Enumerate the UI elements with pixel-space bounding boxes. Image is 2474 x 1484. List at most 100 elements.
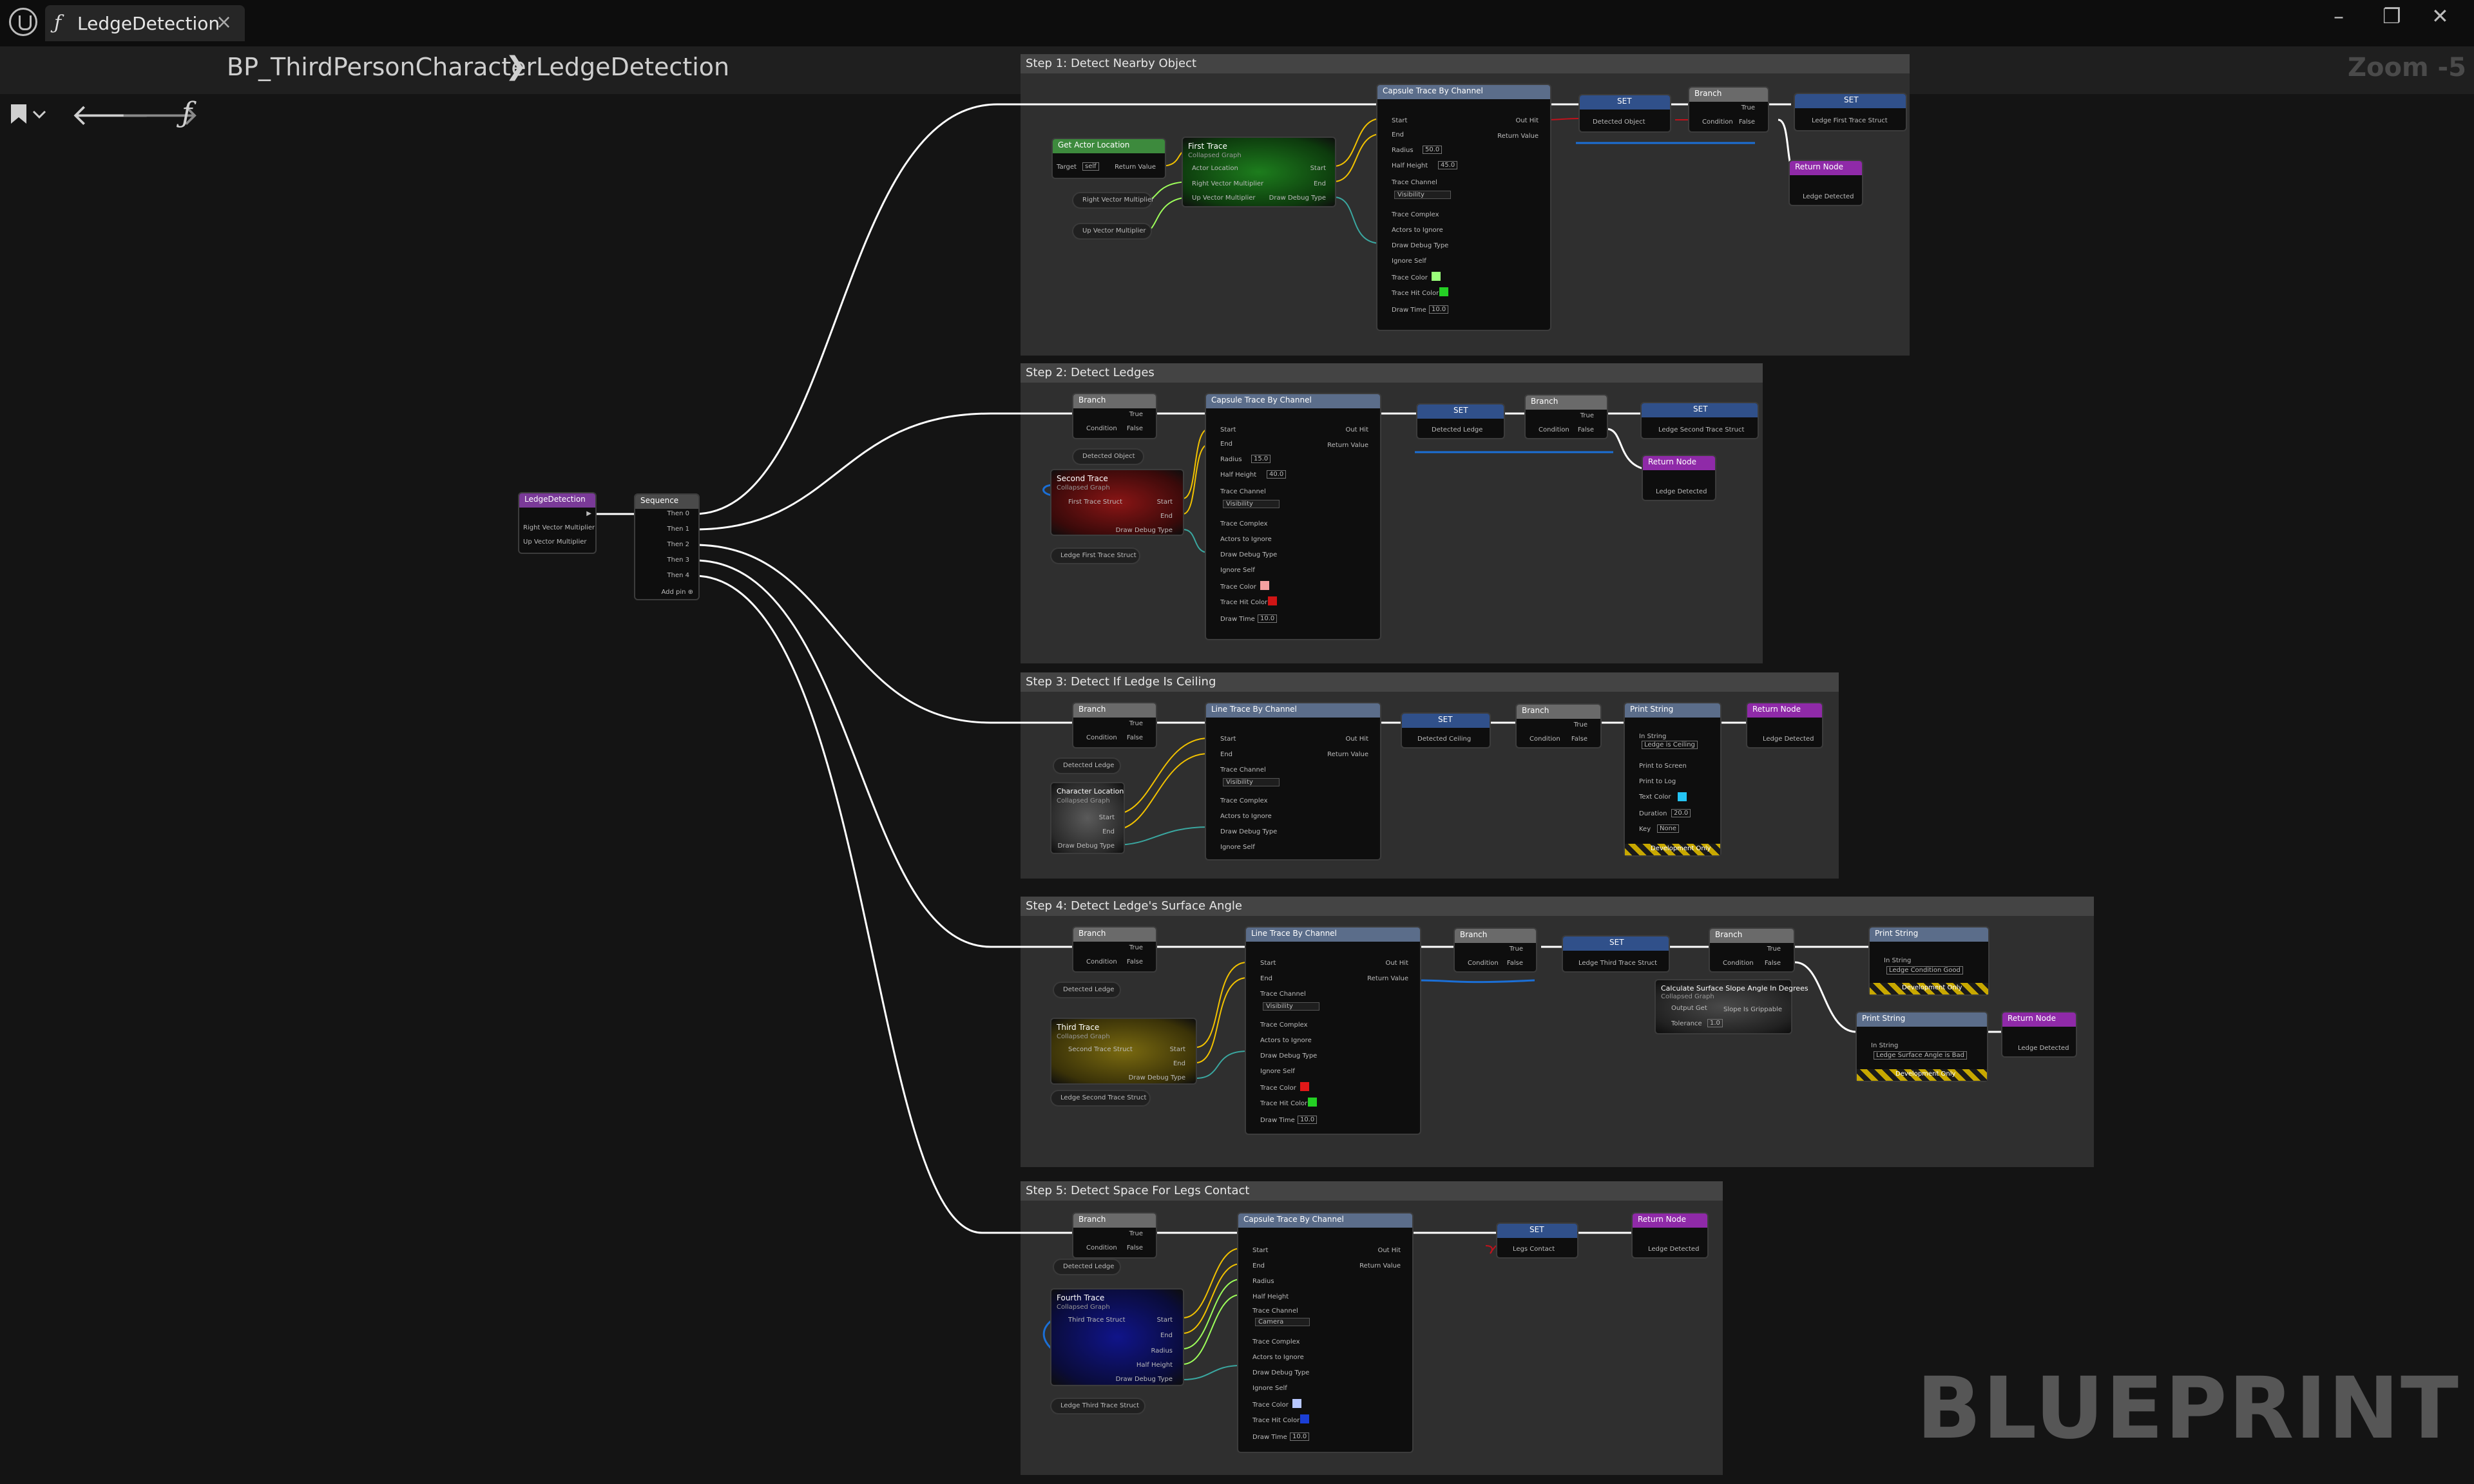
get-actor-location-node[interactable]: Get Actor Location Target self Return Va… (1051, 138, 1166, 179)
true-pin[interactable]: True (1509, 946, 1523, 953)
then-pin[interactable]: Then 2 (667, 541, 689, 548)
in-string-value[interactable]: Ledge is Ceiling (1642, 741, 1698, 749)
branch-node[interactable]: Branch True Condition False (1072, 1212, 1157, 1259)
condition-pin[interactable]: Condition (1086, 958, 1117, 966)
true-pin[interactable]: True (1573, 721, 1587, 728)
branch-node[interactable]: Branch True Condition False (1524, 394, 1608, 439)
set-detected-object-node[interactable]: SET Detected Object (1578, 94, 1671, 133)
character-location-collapsed-node[interactable]: Character Location Collapsed Graph Start… (1050, 782, 1125, 854)
close-tab-icon[interactable]: × (216, 11, 233, 33)
third-trace-collapsed-node[interactable]: Third Trace Collapsed Graph Second Trace… (1050, 1018, 1197, 1085)
condition-pin[interactable]: Condition (1468, 960, 1499, 967)
unreal-logo-icon[interactable] (9, 8, 37, 36)
variable-ledge-third-trace-struct[interactable]: Ledge Third Trace Struct (1050, 1398, 1146, 1414)
variable-ledge-first-trace-struct[interactable]: Ledge First Trace Struct (1050, 547, 1140, 564)
exec-out-pin-icon[interactable]: ▶ (586, 510, 591, 517)
trace-hit-color-swatch[interactable] (1268, 596, 1277, 605)
variable-up-vector-multiplier[interactable]: Up Vector Multiplier (1072, 223, 1152, 240)
then-pin[interactable]: Then 4 (667, 572, 689, 579)
trace-channel-dropdown[interactable]: Camera (1255, 1318, 1310, 1326)
trace-color-swatch[interactable] (1292, 1399, 1301, 1408)
true-pin[interactable]: True (1129, 411, 1143, 418)
calculate-slope-collapsed-node[interactable]: Calculate Surface Slope Angle In Degrees… (1654, 979, 1808, 1034)
set-ledge-second-trace-node[interactable]: SET Ledge Second Trace Struct (1640, 402, 1759, 439)
branch-node[interactable]: Branch True Condition False (1709, 928, 1795, 973)
duration-value[interactable]: 20.0 (1671, 809, 1691, 817)
maximize-icon[interactable]: ❐ (2383, 4, 2401, 28)
false-pin[interactable]: False (1126, 1244, 1143, 1251)
print-string-node[interactable]: Print String In String Ledge Surface Ang… (1856, 1011, 1988, 1082)
variable-right-vector-multiplier[interactable]: Right Vector Multiplier (1072, 192, 1154, 209)
branch-node[interactable]: Branch True Condition False (1072, 926, 1157, 973)
draw-time-value[interactable]: 10.0 (1290, 1432, 1310, 1441)
false-pin[interactable]: False (1571, 736, 1587, 743)
set-detected-ledge-node[interactable]: SET Detected Ledge (1416, 403, 1505, 439)
key-value[interactable]: None (1657, 824, 1680, 833)
forward-arrow-icon[interactable]: 🡒 (120, 97, 200, 132)
trace-color-swatch[interactable] (1300, 1082, 1309, 1091)
minimize-icon[interactable]: – (2334, 4, 2344, 28)
condition-pin[interactable]: Condition (1086, 734, 1117, 741)
fourth-trace-collapsed-node[interactable]: Fourth Trace Collapsed Graph Third Trace… (1050, 1288, 1184, 1386)
chevron-down-icon[interactable] (32, 109, 46, 120)
true-pin[interactable]: True (1129, 1230, 1143, 1237)
true-pin[interactable]: True (1129, 720, 1143, 727)
trace-channel-dropdown[interactable]: Visibility (1223, 500, 1280, 508)
trace-hit-color-swatch[interactable] (1308, 1098, 1317, 1107)
false-pin[interactable]: False (1126, 734, 1143, 741)
first-trace-collapsed-node[interactable]: First Trace Collapsed Graph Actor Locati… (1182, 137, 1336, 207)
true-pin[interactable]: True (1580, 412, 1594, 419)
print-string-node[interactable]: Print String In String Ledge Condition G… (1868, 926, 1990, 996)
branch-node[interactable]: Branch True Condition False (1515, 703, 1602, 748)
trace-color-swatch[interactable] (1260, 581, 1269, 590)
condition-pin[interactable]: Condition (1539, 426, 1569, 433)
bookmark-icon[interactable] (9, 103, 28, 125)
return-node[interactable]: Return Node Ledge Detected (1642, 455, 1716, 501)
false-pin[interactable]: False (1506, 960, 1523, 967)
condition-pin[interactable]: Condition (1529, 736, 1560, 743)
set-detected-ceiling-node[interactable]: SET Detected Ceiling (1401, 712, 1491, 748)
condition-pin[interactable]: Condition (1086, 1244, 1117, 1251)
false-pin[interactable]: False (1577, 426, 1594, 433)
print-string-node[interactable]: Print String In String Ledge is Ceiling … (1624, 702, 1721, 857)
condition-pin[interactable]: Condition (1086, 425, 1117, 432)
then-pin[interactable]: Then 3 (667, 556, 689, 564)
trace-color-swatch[interactable] (1432, 272, 1441, 281)
line-trace-node[interactable]: Line Trace By Channel Start End Trace Ch… (1245, 926, 1421, 1135)
sequence-node[interactable]: Sequence Then 0 Then 1 Then 2 Then 3 The… (634, 493, 700, 600)
variable-detected-ledge[interactable]: Detected Ledge (1053, 1259, 1121, 1275)
true-pin[interactable]: True (1767, 946, 1781, 953)
trace-hit-color-swatch[interactable] (1439, 287, 1448, 296)
half-height-value[interactable]: 40.0 (1267, 470, 1287, 479)
tolerance-value[interactable]: 1.0 (1707, 1019, 1723, 1027)
false-pin[interactable]: False (1738, 119, 1755, 126)
second-trace-collapsed-node[interactable]: Second Trace Collapsed Graph First Trace… (1050, 469, 1184, 536)
trace-channel-dropdown[interactable]: Visibility (1223, 778, 1280, 786)
true-pin[interactable]: True (1129, 944, 1143, 951)
set-ledge-third-trace-node[interactable]: SET Ledge Third Trace Struct (1562, 935, 1670, 973)
breadcrumb-blueprint[interactable]: BP_ThirdPersonCharacter (227, 53, 537, 81)
branch-node[interactable]: Branch True Condition False (1072, 702, 1157, 748)
draw-time-value[interactable]: 10.0 (1258, 614, 1278, 623)
breadcrumb-function[interactable]: LedgeDetection (536, 53, 730, 81)
half-height-value[interactable]: 45.0 (1438, 161, 1458, 169)
false-pin[interactable]: False (1126, 425, 1143, 432)
capsule-trace-node[interactable]: Capsule Trace By Channel Start End Radiu… (1205, 393, 1381, 640)
variable-detected-ledge[interactable]: Detected Ledge (1053, 982, 1121, 998)
return-node[interactable]: Return Node Ledge Detected (1631, 1212, 1709, 1259)
false-pin[interactable]: False (1126, 958, 1143, 966)
trace-channel-dropdown[interactable]: Visibility (1394, 191, 1451, 199)
branch-node[interactable]: Branch True Condition False (1453, 928, 1537, 973)
true-pin[interactable]: True (1741, 104, 1755, 111)
then-pin[interactable]: Then 1 (667, 526, 689, 533)
false-pin[interactable]: False (1764, 960, 1781, 967)
set-ledge-first-trace-node[interactable]: SET Ledge First Trace Struct (1794, 93, 1907, 131)
radius-value[interactable]: 50.0 (1423, 146, 1443, 154)
variable-detected-object[interactable]: Detected Object (1072, 448, 1144, 465)
variable-detected-ledge[interactable]: Detected Ledge (1053, 757, 1121, 774)
draw-time-value[interactable]: 10.0 (1298, 1116, 1318, 1124)
target-value[interactable]: self (1082, 162, 1099, 171)
capsule-trace-node[interactable]: Capsule Trace By Channel Start End Radiu… (1237, 1212, 1414, 1453)
condition-pin[interactable]: Condition (1702, 119, 1733, 126)
line-trace-node[interactable]: Line Trace By Channel Start End Trace Ch… (1205, 702, 1381, 861)
